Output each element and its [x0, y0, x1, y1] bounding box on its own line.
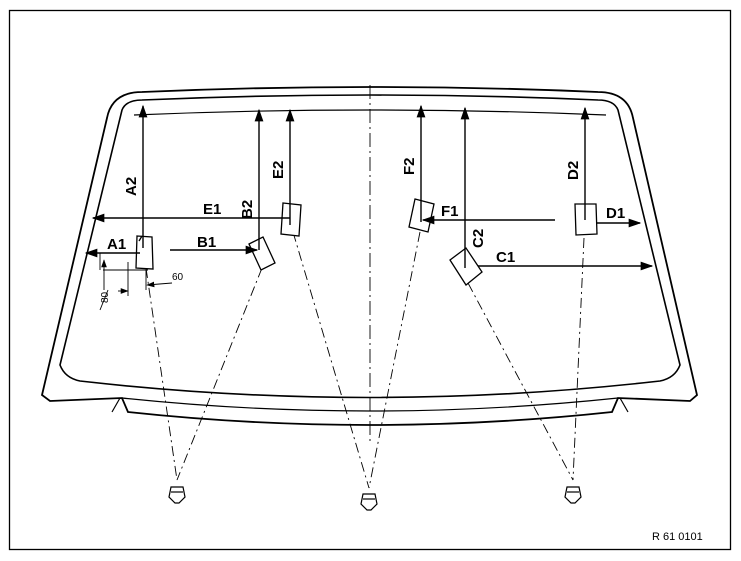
label-a2: A2 — [123, 177, 140, 196]
clip-right-icon — [564, 486, 582, 504]
sill-tick-left — [111, 397, 121, 413]
label-e1: E1 — [203, 201, 221, 218]
label-d1: D1 — [606, 205, 625, 222]
label-a1: A1 — [107, 236, 126, 253]
label-c1: C1 — [496, 249, 515, 266]
label-f1: F1 — [441, 203, 459, 220]
label-c2: C2 — [470, 229, 487, 248]
bracket-a — [135, 235, 154, 270]
label-e2: E2 — [270, 161, 287, 179]
label-b1: B1 — [197, 234, 216, 251]
bracket-d — [574, 203, 598, 236]
clip-left-icon — [168, 486, 186, 504]
measurement-arrows — [84, 104, 654, 271]
dim-80: 80 — [100, 291, 111, 303]
label-b2: B2 — [239, 200, 256, 219]
bracket-b — [248, 236, 276, 271]
clip-center-icon — [360, 493, 378, 511]
projection-lines — [145, 231, 585, 489]
label-f2: F2 — [401, 157, 418, 175]
bracket-e — [280, 202, 302, 237]
bracket-c — [449, 247, 483, 286]
windshield-outer-outline — [40, 86, 698, 426]
windshield-glass-edge — [59, 94, 681, 399]
label-d2: D2 — [565, 161, 582, 180]
sill-tick-right — [619, 397, 629, 413]
reference-number: R 61 0101 — [652, 531, 703, 543]
dim-60: 60 — [172, 272, 184, 283]
diagram-border — [8, 9, 732, 551]
detail-dimension — [99, 253, 173, 311]
